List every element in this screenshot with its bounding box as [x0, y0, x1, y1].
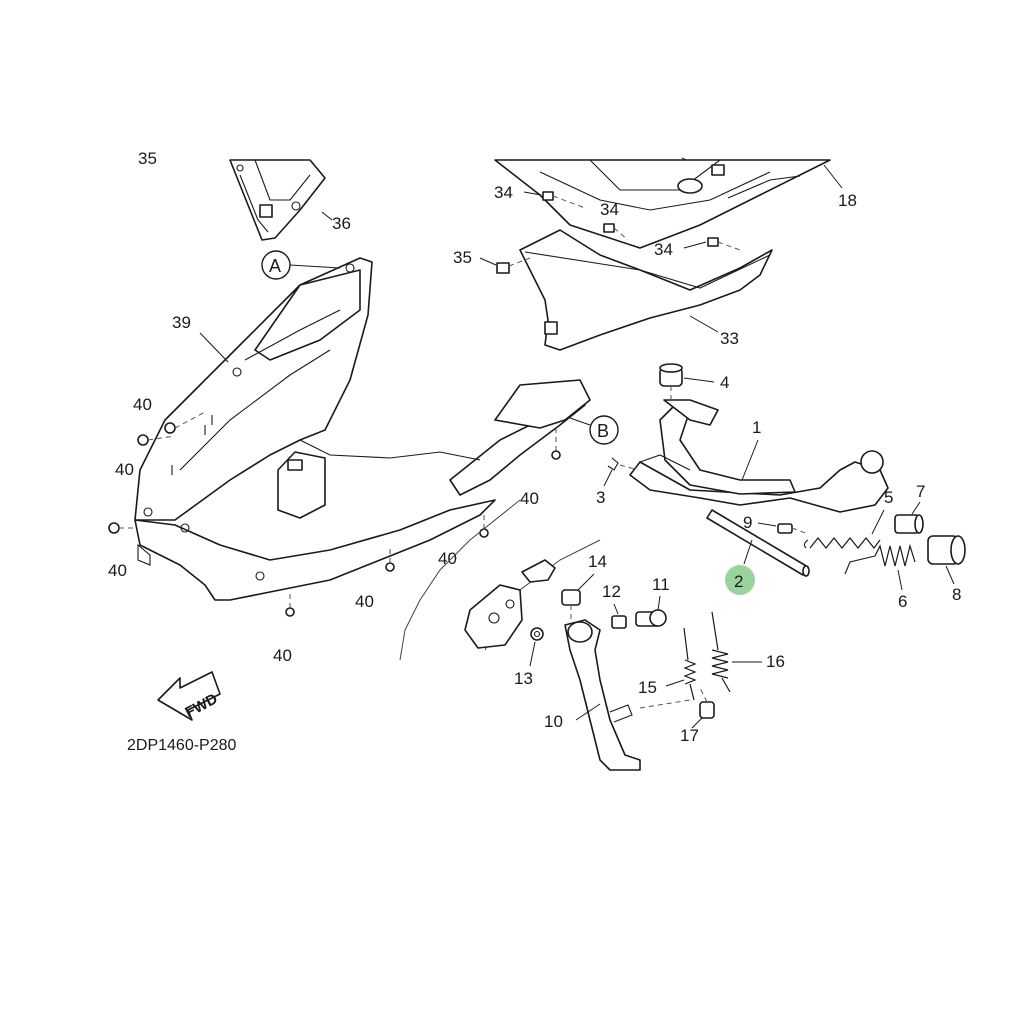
part-number-13: 13 [514, 669, 533, 688]
part-number-18: 18 [838, 191, 857, 210]
part-number-11: 11 [652, 575, 670, 594]
part-number-8: 8 [952, 585, 961, 604]
part-13-nut [530, 627, 544, 641]
part-number-9: 9 [743, 513, 752, 532]
leader-7 [911, 501, 921, 515]
partial-label: 35 [138, 149, 157, 168]
leader-9 [757, 522, 777, 527]
part-number-40-f: 40 [355, 592, 374, 611]
part-number-40-a: 40 [133, 395, 152, 414]
part-11-bolt [635, 609, 667, 627]
part-number-15: 15 [638, 678, 657, 697]
part-number-33: 33 [720, 329, 739, 348]
callout-letter-b: B [597, 421, 609, 441]
part-number-17: 17 [680, 726, 699, 745]
leader-17 [691, 717, 703, 729]
part-number-40-c: 40 [108, 561, 127, 580]
part-number-35: 35 [453, 248, 472, 267]
part-number-40-g: 40 [273, 646, 292, 665]
highlighted-part-marker [725, 565, 755, 595]
part-18-frame [494, 157, 831, 249]
leader-13 [529, 641, 536, 667]
part-number-16: 16 [766, 652, 785, 671]
part-4-stopper [659, 363, 683, 402]
part-number-14: 14 [588, 552, 607, 571]
part-7-collar [894, 514, 924, 534]
part-number-10: 10 [544, 712, 563, 731]
leader-35 [479, 257, 497, 266]
part-15-spring [683, 627, 697, 701]
leader-1 [741, 439, 759, 481]
leader-15 [665, 679, 685, 687]
leader-8 [945, 565, 955, 585]
part-39-cowl [134, 257, 591, 601]
part-9-bolt [777, 523, 809, 535]
leader-3 [603, 469, 613, 487]
leader-33 [689, 315, 719, 333]
leader-6 [897, 569, 903, 591]
leader-18 [823, 164, 843, 189]
leader-5 [871, 509, 885, 535]
fwd-arrow-icon [157, 671, 221, 721]
part-36-bracket [229, 159, 326, 241]
leader-34-c [683, 241, 707, 249]
part-number-40-d: 40 [520, 489, 539, 508]
leader-2 [743, 539, 753, 565]
part-12-collar [611, 615, 627, 629]
callout-B [569, 415, 619, 445]
part-number-36: 36 [332, 214, 351, 233]
part-2-shaft [706, 509, 810, 577]
frame-outline [399, 499, 521, 661]
part-number-5: 5 [884, 488, 893, 507]
part-number-39: 39 [172, 313, 191, 332]
part-number-4: 4 [720, 373, 729, 392]
leader-34-a [523, 191, 542, 196]
part-number-6: 6 [898, 592, 907, 611]
part-number-40-b: 40 [115, 460, 134, 479]
part-1-main-stand [629, 399, 889, 513]
part-number-1: 1 [752, 418, 761, 437]
part-10-side-stand [564, 619, 641, 771]
part-40-screws [108, 411, 561, 617]
leader-11 [657, 595, 661, 611]
part-number-40-e: 40 [438, 549, 457, 568]
leader-4 [683, 377, 715, 383]
part-6-spring [844, 543, 916, 575]
part-number-34-a: 34 [494, 183, 513, 202]
part-33-under-cover [519, 229, 773, 351]
part-number-12: 12 [602, 582, 621, 601]
leader-10 [575, 703, 601, 721]
dash-guide [639, 699, 691, 709]
diagram-code: 2DP1460-P280 [127, 737, 237, 754]
leader-14 [577, 573, 595, 591]
leader-12 [613, 603, 619, 615]
part-3-clip [607, 457, 639, 471]
part-number-34-c: 34 [654, 240, 673, 259]
leader-39 [199, 332, 229, 363]
part-number-34-b: 34 [600, 200, 619, 219]
part-35-clip [496, 257, 531, 274]
part-number-3: 3 [596, 488, 605, 507]
part-16-spring [711, 611, 731, 693]
callout-letter-a: A [269, 256, 281, 276]
part-17-collar [699, 687, 715, 719]
part-8-cap [927, 535, 966, 565]
part-14-bracket [464, 559, 581, 649]
callout-A [261, 250, 341, 280]
part-34-fasteners [542, 191, 741, 251]
part-number-2: 2 [734, 572, 743, 591]
part-5-spring [803, 537, 881, 549]
leader-36 [321, 211, 333, 221]
part-number-7: 7 [916, 482, 925, 501]
